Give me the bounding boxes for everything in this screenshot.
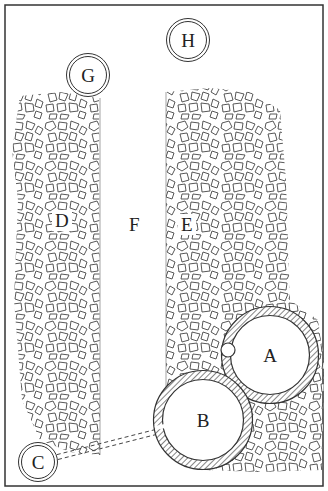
region-letter: F (126, 214, 143, 235)
channel-edge (166, 92, 167, 400)
pipe-b (154, 371, 253, 470)
small-pipe (221, 343, 235, 357)
channel-edge (100, 98, 101, 455)
gravel-left (12, 92, 100, 455)
pipe-circle: G (66, 53, 110, 97)
pipe-circle: B (153, 370, 253, 470)
node-letter: A (263, 346, 277, 365)
dashed-pipe (57, 430, 155, 460)
pipe-circle: A (222, 307, 318, 403)
pipe-circle: H (166, 18, 210, 62)
pipe-circle: C (18, 442, 58, 482)
region-letter: D (52, 210, 72, 231)
node-letter: B (197, 411, 210, 430)
node-letter: G (81, 66, 95, 85)
frame (5, 5, 323, 486)
region-letter: E (178, 214, 196, 235)
node-letter: H (181, 31, 195, 50)
node-letter: C (32, 453, 45, 472)
